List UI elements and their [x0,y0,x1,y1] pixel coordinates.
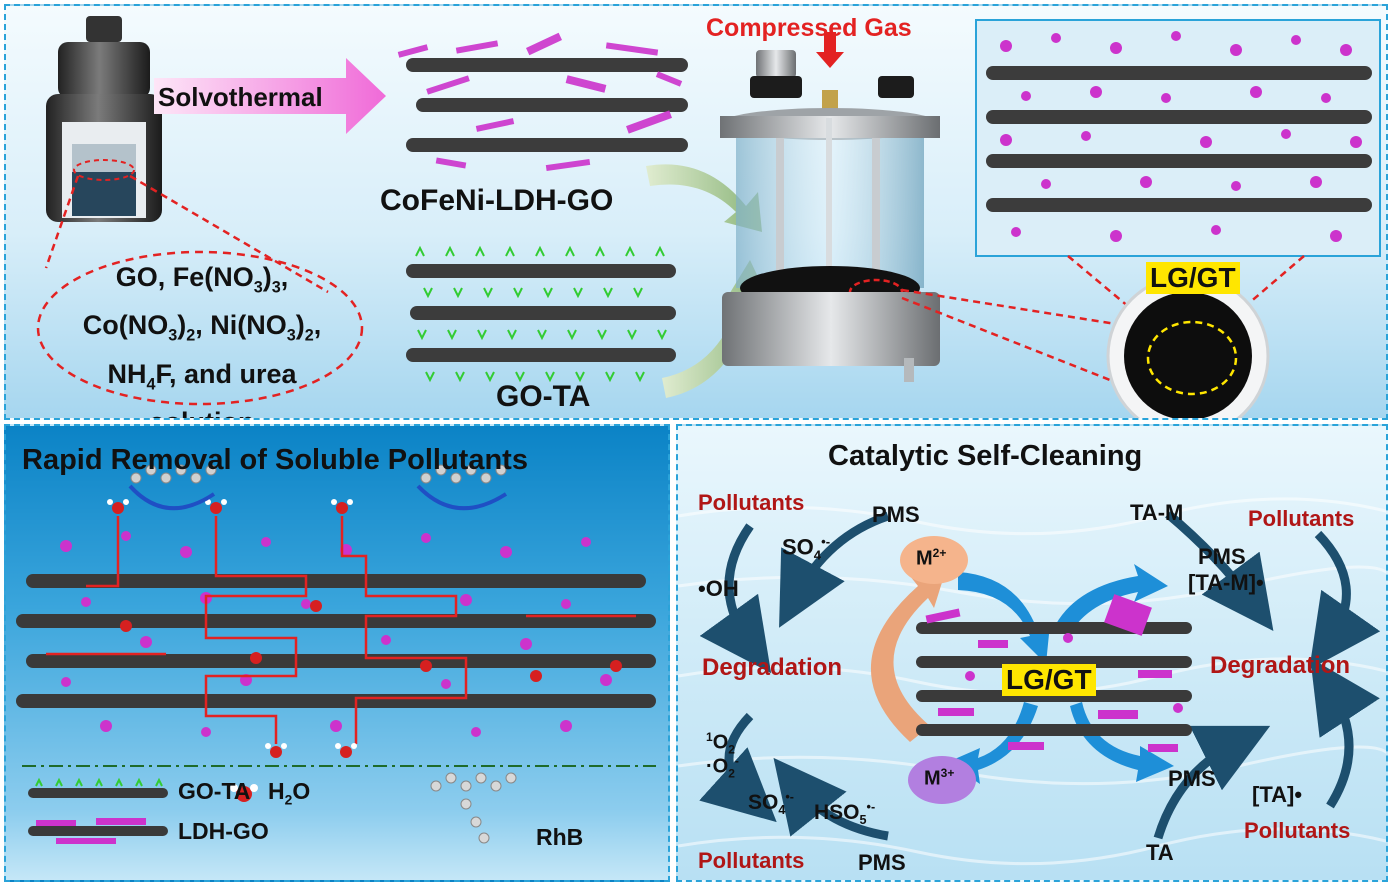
ta-m-label: TA-M [1130,500,1184,525]
legend-rhb-icon [430,772,517,844]
precursor-line-4: solution [42,403,362,418]
legend-h2o-label: H2O [268,778,311,808]
synthesis-graphics [36,16,1381,418]
cofeni-ldh-go-label: CoFeNi-LDH-GO [380,184,614,217]
m2-label: M2+ [916,546,947,570]
oh-radical-label: •OH [698,576,739,601]
lg-gt-label: LG/GT [1146,262,1240,294]
degradation-left: Degradation [702,654,843,681]
green-arrow-1 [646,164,762,232]
blue-arrow-1 [958,572,1050,664]
solvothermal-arrow [154,58,386,134]
blue-arrow-4 [1070,702,1174,782]
go-ta-label: GO-TA [496,380,591,413]
precursor-text: GO, Fe(NO3)3, Co(NO3)2, Ni(NO3)2, NH4F, … [42,258,362,418]
blue-arrow-2 [1056,564,1168,634]
autoclave-icon [46,16,162,222]
precursor-ellipse [36,250,364,406]
membrane-layers [16,531,656,737]
singlet-oxygen-label: 1O2 [706,730,735,757]
water-flow-paths [46,516,636,744]
go-ta-material [406,245,676,383]
superoxide-label: ·O2- [706,754,739,781]
removal-graphics [16,464,656,844]
precursor-line-3: NH4F, and urea [107,358,297,394]
legend-gota-icon [28,777,168,798]
cycle-arrow-right-top [1309,530,1381,670]
legend-h2o-icon [230,784,258,802]
filtration-cell-icon [720,32,940,382]
compressed-gas-label: Compressed Gas [706,14,912,42]
degradation-right: Degradation [1210,652,1351,679]
m2-ellipse [900,536,968,584]
pms-top-right: PMS [1198,544,1246,569]
cofeni-ldh-go-material [397,32,688,172]
pollutants-bottom-left: Pollutants [698,848,805,873]
ta-radical-label: [TA]• [1252,782,1303,807]
cycle-arrow-right-bottom [1310,657,1380,809]
pollutants-bottom-right: Pollutants [1244,818,1351,843]
hso5-label: HSO5•- [814,800,876,828]
cycle-arrow-pms-so4 [779,511,890,628]
gas-arrow [816,32,844,68]
reduction-arrow [870,576,944,742]
pollutants-top-left: Pollutants [698,490,805,515]
ta-m-radical-label: [TA-M]• [1188,570,1264,595]
lg-gt-material [916,594,1192,752]
cycle-arrow-ta [1153,725,1271,840]
blue-arrow-3 [948,702,1038,784]
self-cleaning-panel: Catalytic Self-Cleaning Pollutants PMS S… [676,424,1388,882]
so4-bottom-label: SO4•- [748,790,794,818]
legend-ldhgo-icon [28,818,168,844]
ta-label: TA [1146,840,1174,865]
legend-gota-label: GO-TA [178,778,251,804]
cycle-arrow-tam [1165,510,1274,631]
legend-ldhgo-label: LDH-GO [178,818,269,844]
so4-top-label: SO4•- [782,534,831,563]
zoomed-structure [986,31,1372,242]
zoomed-structure-box [975,19,1381,257]
m3-label: M3+ [924,766,955,790]
synthesis-panel: Solvothermal Compressed Gas CoFeNi-LDH-G… [4,4,1388,420]
legend-rhb-label: RhB [536,824,584,850]
precursor-line-1: GO, Fe(NO3)3, [115,262,289,297]
precursor-line-2: Co(NO3)2, Ni(NO3)2, [82,310,322,345]
pms-bottom-left: PMS [858,850,906,875]
removal-title: Rapid Removal of Soluble Pollutants [22,444,528,476]
rhb-molecules-top [128,464,508,511]
cycle-arrow-left-top [699,523,772,674]
lg-gt-center-label: LG/GT [1002,664,1096,696]
m3-ellipse [908,756,976,804]
solvothermal-label: Solvothermal [158,82,323,112]
removal-panel: Rapid Removal of Soluble Pollutants GO-T… [4,424,670,882]
pms-top-left: PMS [872,502,920,527]
water-molecules [107,499,622,758]
cycle-arrow-pms-o2 [773,757,889,841]
cycle-arrow-left-bottom [699,712,777,823]
pollutants-top-right: Pollutants [1248,506,1355,531]
self-cleaning-title: Catalytic Self-Cleaning [828,440,1143,472]
pms-bottom-right: PMS [1168,766,1216,791]
